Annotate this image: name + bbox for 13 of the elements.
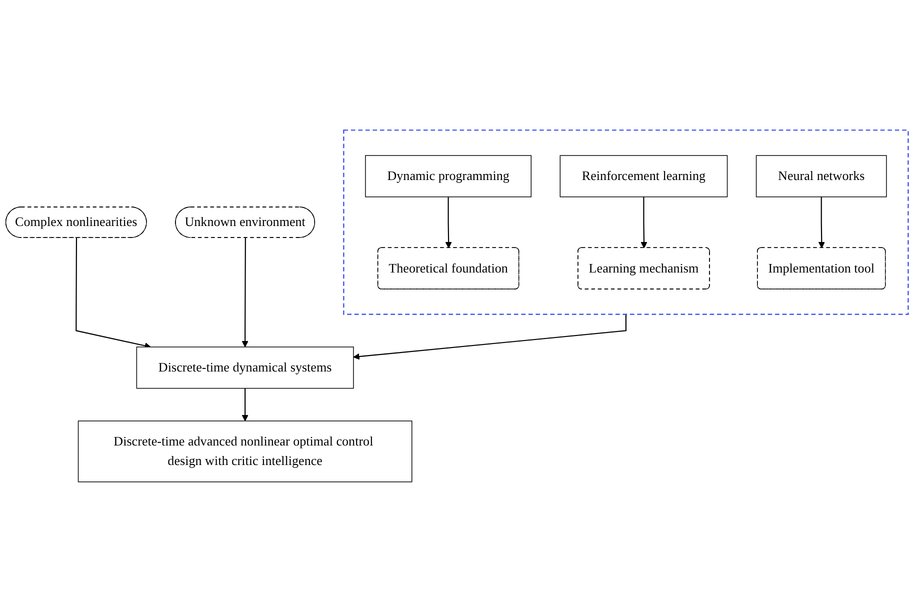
node-box: Discrete-time dynamical systems	[136, 346, 354, 389]
node-box: Reinforcement learning	[560, 155, 728, 198]
node-box: Discrete-time advanced nonlinear optimal control design with critic intelligence	[78, 420, 412, 482]
arrow	[353, 314, 626, 360]
arrow	[242, 238, 248, 348]
arrow	[640, 196, 648, 248]
arrow	[818, 196, 825, 248]
node-box: Neural networks	[756, 155, 887, 198]
arrow	[76, 238, 151, 349]
cluster	[343, 130, 909, 315]
arrow	[445, 196, 452, 248]
node-box: Dynamic programming	[365, 155, 532, 198]
arrow	[242, 388, 248, 422]
